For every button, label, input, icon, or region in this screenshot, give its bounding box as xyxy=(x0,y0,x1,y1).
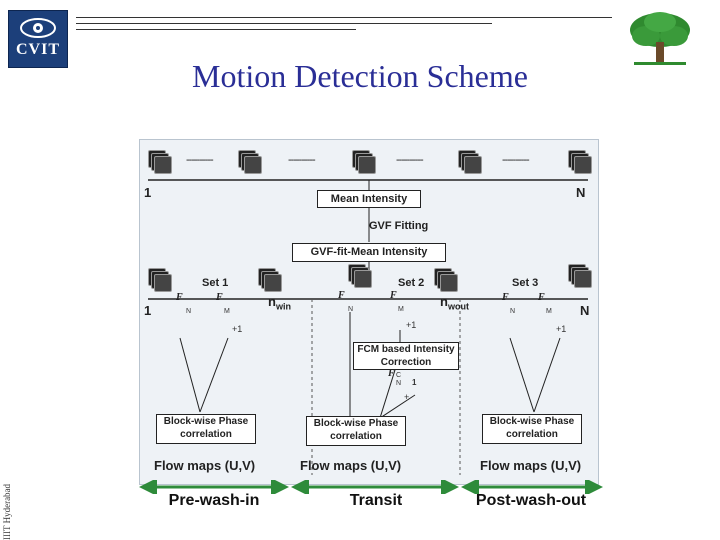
frame-stack xyxy=(258,268,282,292)
fcm-line-2: Correction xyxy=(380,357,432,368)
block-line-2: correlation xyxy=(506,429,558,440)
block-line-2: correlation xyxy=(180,429,232,440)
set-2-label: Set 2 xyxy=(398,277,425,289)
frame-dashes: ---------- xyxy=(502,154,530,166)
axis-start-top: 1 xyxy=(144,185,152,200)
plus-label: + xyxy=(404,392,410,402)
block-phase-box-2: Block-wise Phase correlation xyxy=(306,416,406,446)
block-phase-box-3: Block-wise Phase correlation xyxy=(482,414,582,444)
f-sub: M xyxy=(224,308,230,315)
f-sub: M xyxy=(546,308,552,315)
frame-stack xyxy=(568,150,592,174)
eye-icon xyxy=(20,18,56,38)
header-line xyxy=(76,23,492,24)
block-line-1: Block-wise Phase xyxy=(163,416,249,427)
page-title: Motion Detection Scheme xyxy=(192,58,528,94)
f-label: F xyxy=(216,292,223,303)
set-3-label: Set 3 xyxy=(512,277,539,289)
cvit-logo: CVIT xyxy=(8,10,68,68)
frame-stack xyxy=(568,264,592,288)
f-label: F xyxy=(390,290,397,301)
mean-intensity-box: Mean Intensity xyxy=(317,190,421,208)
n-win-sub: win xyxy=(275,301,291,312)
n-wout-letter: n xyxy=(440,294,448,309)
frame-stack xyxy=(148,150,172,174)
flow-maps-label-1: Flow maps (U,V) xyxy=(154,458,256,473)
frame-stack xyxy=(434,268,458,292)
frame-dashes: ---------- xyxy=(186,154,214,166)
n-wout-label: nwout xyxy=(440,294,469,312)
frame-stack xyxy=(238,150,262,174)
n-win-label: nwin xyxy=(268,294,291,312)
gvf-fit-mean-box: GVF-fit-Mean Intensity xyxy=(292,243,446,262)
block-line-2: correlation xyxy=(330,431,382,442)
axis-end-top: N xyxy=(576,185,586,200)
frame-stack xyxy=(148,268,172,292)
motion-detection-diagram: ---------- ---------- ---------- -------… xyxy=(139,139,599,485)
f-label: F xyxy=(176,292,183,303)
flow-maps-label-2: Flow maps (U,V) xyxy=(300,458,402,473)
fc-one: 1 xyxy=(412,378,417,387)
f-sub: N xyxy=(186,308,192,315)
f-label: F xyxy=(538,292,545,303)
fcm-correction-box: FCM based Intensity Correction xyxy=(353,342,459,370)
phase-label-transit: Transit xyxy=(349,492,403,509)
logo-text: CVIT xyxy=(15,41,60,58)
header-line xyxy=(76,29,356,30)
header-line xyxy=(76,17,612,18)
gvf-fitting-label: GVF Fitting xyxy=(369,220,429,232)
fcm-line-1: FCM based Intensity xyxy=(357,344,455,355)
institution-label: IIIT Hyderabad xyxy=(2,483,12,540)
block-line-1: Block-wise Phase xyxy=(489,416,575,427)
axis-start-mid: 1 xyxy=(144,303,152,318)
phase-arrows xyxy=(139,480,603,494)
f-sub: N xyxy=(510,308,516,315)
frame-stack xyxy=(348,264,372,288)
fc-label: F xyxy=(388,368,395,379)
tree-icon xyxy=(630,12,690,65)
n-wout-sub: wout xyxy=(447,301,469,312)
frame-stack xyxy=(458,150,482,174)
f-label: F xyxy=(338,290,345,301)
phase-label-pre-wash-in: Pre-wash-in xyxy=(168,492,260,509)
frame-stack xyxy=(352,150,376,174)
n-win-letter: n xyxy=(268,294,276,309)
phase-label-post-wash-out: Post-wash-out xyxy=(475,492,587,509)
f-sub: M xyxy=(398,306,404,313)
frame-dashes: ---------- xyxy=(396,154,424,166)
flow-maps-label-3: Flow maps (U,V) xyxy=(480,458,582,473)
set-1-label: Set 1 xyxy=(202,277,229,289)
f-label: F xyxy=(502,292,509,303)
plus-one-label: +1 xyxy=(232,324,243,334)
frame-dashes: ---------- xyxy=(288,154,316,166)
block-phase-box-1: Block-wise Phase correlation xyxy=(156,414,256,444)
fc-n: N xyxy=(396,380,402,387)
plus-one-label: +1 xyxy=(406,320,417,330)
axis-end-mid: N xyxy=(580,303,590,318)
fc-sub: C xyxy=(396,372,402,379)
f-sub: N xyxy=(348,306,354,313)
block-line-1: Block-wise Phase xyxy=(313,418,399,429)
plus-one-label: +1 xyxy=(556,324,567,334)
